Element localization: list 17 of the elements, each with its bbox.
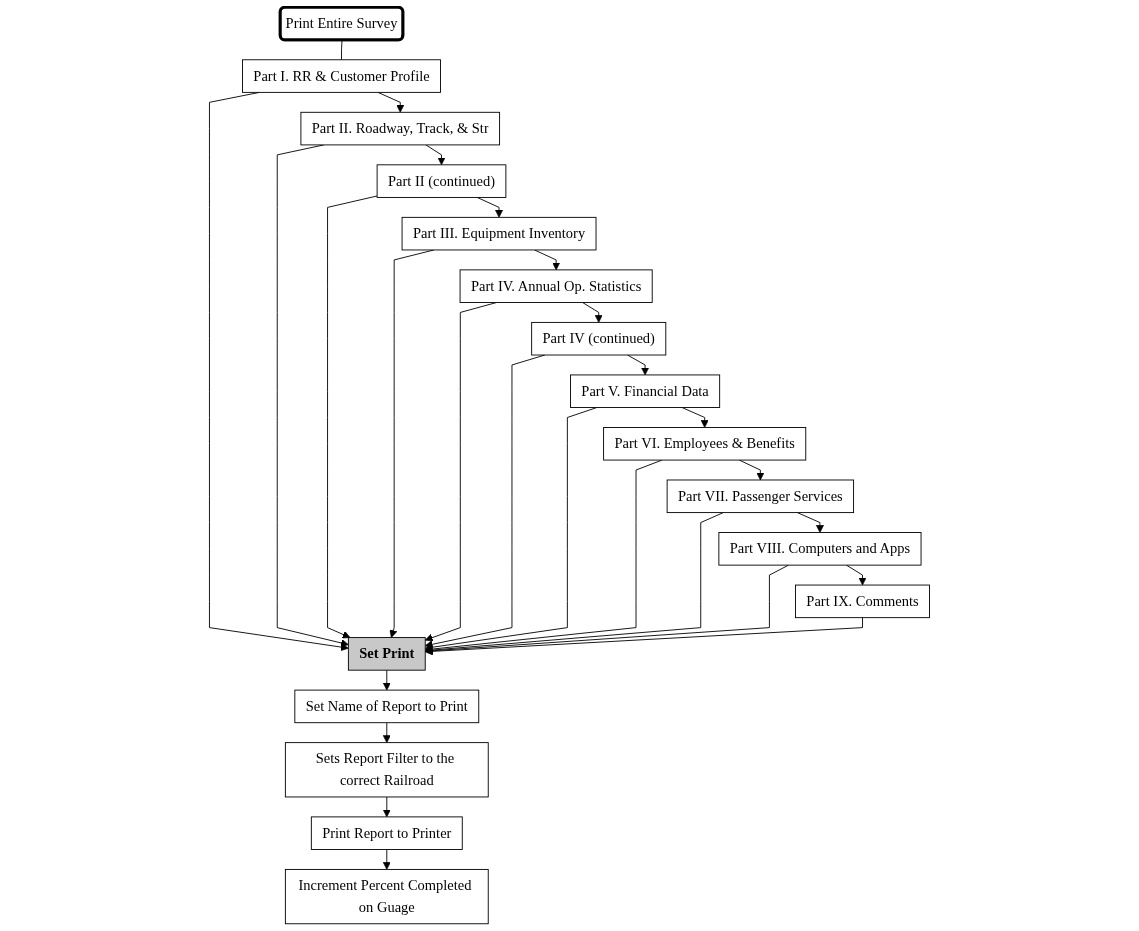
node-box: Sets Report Filter to the correct Railroad <box>284 742 489 798</box>
node-box: Set Print <box>347 637 426 671</box>
node-box: Part I. RR & Customer Profile <box>242 59 441 93</box>
node-box: Part II (continued) <box>376 164 507 198</box>
node-box: Part IV (continued) <box>531 321 667 356</box>
node-box: Part VII. Passenger Services <box>666 479 855 514</box>
node-box: Part IX. Comments <box>795 584 930 619</box>
node-box: Set Name of Report to Print <box>294 689 480 724</box>
node-box: Part II. Roadway, Track, & Str <box>300 111 501 146</box>
node-box: Part IV. Annual Op. Statistics <box>459 269 653 303</box>
node-box: Part V. Financial Data <box>570 374 721 408</box>
node-box: Print Report to Printer <box>310 816 463 850</box>
node-box: Part VIII. Computers and Apps <box>718 532 922 566</box>
node-box: Increment Percent Completed on Guage <box>284 868 489 925</box>
node-box: Part III. Equipment Inventory <box>401 216 597 251</box>
node-box: Part VI. Employees & Benefits <box>603 427 807 461</box>
connector <box>341 39 343 61</box>
